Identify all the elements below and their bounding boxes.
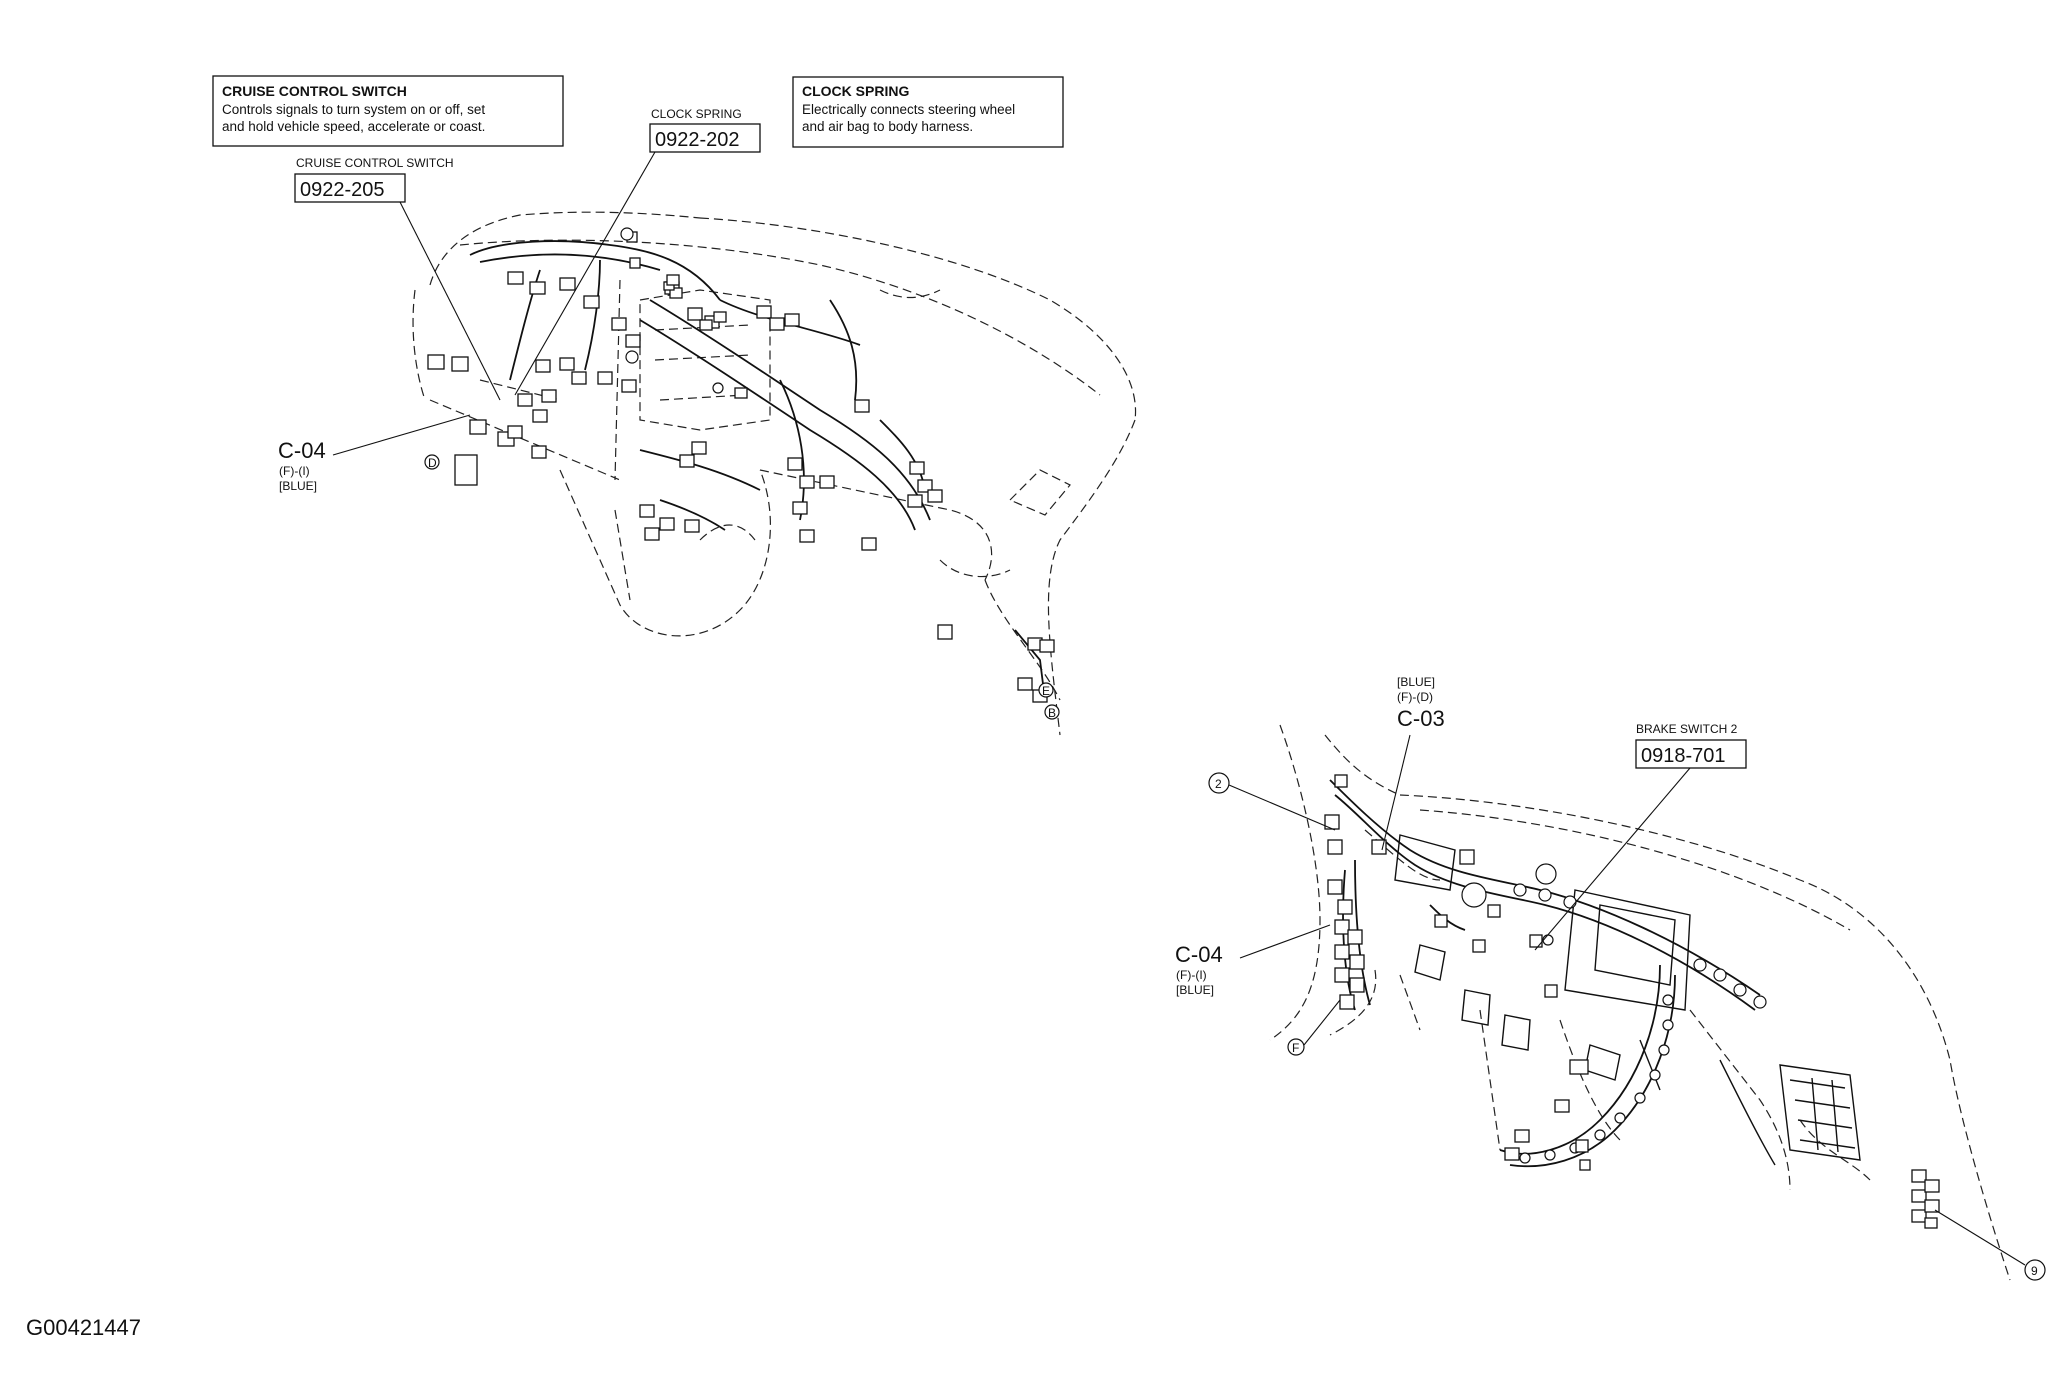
callout-clock-line1: Electrically connects steering wheel — [802, 102, 1015, 117]
marker-2-circle — [1208, 772, 1230, 794]
c04-right-color: [BLUE] — [1176, 983, 1214, 997]
marker-9-circle — [2024, 1259, 2046, 1281]
label-c04-left: C-04 (F)-(I) [BLUE] — [278, 438, 326, 493]
cruise-switch-code: 0922-205 — [300, 179, 385, 201]
c04-right-pos: (F)-(I) — [1176, 968, 1207, 982]
marker-d: D — [428, 456, 437, 470]
label-c04-right: C-04 (F)-(I) [BLUE] — [1175, 942, 1223, 997]
label-brake-switch: BRAKE SWITCH 2 0918-701 — [1635, 722, 1747, 769]
c04-left-pos: (F)-(I) — [279, 464, 310, 478]
clock-spring-name: CLOCK SPRING — [651, 107, 742, 121]
marker-d-circle — [424, 454, 440, 470]
marker-b: B — [1048, 706, 1056, 720]
c03-color: [BLUE] — [1397, 675, 1435, 689]
label-clock-spring: CLOCK SPRING 0922-202 — [649, 107, 761, 153]
marker-f-circle — [1287, 1038, 1305, 1056]
brake-switch-name: BRAKE SWITCH 2 — [1636, 722, 1738, 736]
callout-cruise-control: CRUISE CONTROL SWITCH Controls signals t… — [212, 75, 564, 147]
left-dashboard-drawing: D E B — [332, 151, 1137, 736]
marker-9: 9 — [2031, 1264, 2038, 1278]
callout-clock-title: CLOCK SPRING — [802, 83, 909, 99]
center-panel — [1564, 889, 1691, 1011]
c03-id: C-03 — [1397, 706, 1445, 731]
c03-pos: (F)-(D) — [1397, 690, 1433, 704]
marker-2: 2 — [1215, 777, 1222, 791]
marker-b-circle — [1044, 704, 1060, 720]
right-connector-plugs — [1324, 774, 1940, 1229]
cruise-switch-name: CRUISE CONTROL SWITCH — [296, 156, 454, 170]
marker-e: E — [1042, 684, 1050, 698]
callout-cruise-line2: and hold vehicle speed, accelerate or co… — [222, 119, 485, 134]
brake-switch-code: 0918-701 — [1641, 745, 1726, 767]
figure-id: G00421447 — [26, 1315, 141, 1340]
marker-e-circle — [1038, 682, 1054, 698]
c04-left-color: [BLUE] — [279, 479, 317, 493]
callout-cruise-line1: Controls signals to turn system on or of… — [222, 102, 485, 117]
marker-f: F — [1292, 1041, 1299, 1055]
callout-clock-line2: and air bag to body harness. — [802, 119, 973, 134]
label-cruise-control-switch: CRUISE CONTROL SWITCH 0922-205 — [294, 156, 454, 203]
right-dashboard-drawing: 2 F 9 — [1208, 724, 2046, 1281]
callout-cruise-title: CRUISE CONTROL SWITCH — [222, 83, 407, 99]
relay-module — [1394, 834, 1456, 891]
c04-right-id: C-04 — [1175, 942, 1223, 967]
c04-left-id: C-04 — [278, 438, 326, 463]
callout-clock-spring: CLOCK SPRING Electrically connects steer… — [792, 76, 1064, 148]
clock-spring-code: 0922-202 — [655, 129, 740, 151]
harness-clips — [1461, 863, 1767, 1164]
left-connector-plugs — [427, 231, 1055, 703]
label-c03: [BLUE] (F)-(D) C-03 — [1397, 675, 1445, 731]
fuse-box — [1779, 1064, 1861, 1161]
